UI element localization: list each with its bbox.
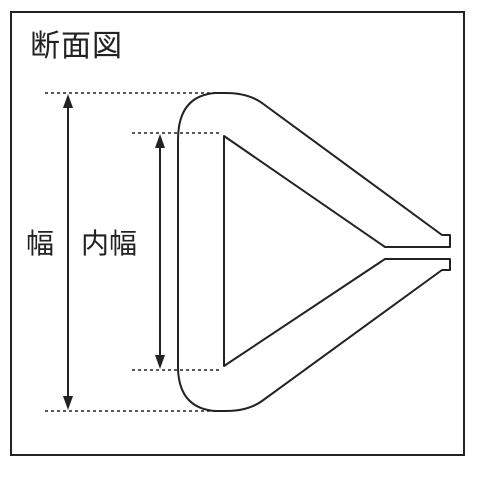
diagram-frame (10, 11, 465, 456)
diagram-title: 断面図 (30, 29, 123, 64)
width-label: 幅 (26, 227, 55, 260)
inner-width-dimension-arrow (155, 134, 165, 369)
outer-profile-shape (177, 92, 451, 412)
inner-width-label: 内幅 (81, 227, 138, 260)
outer-width-dimension-arrow (63, 94, 73, 410)
